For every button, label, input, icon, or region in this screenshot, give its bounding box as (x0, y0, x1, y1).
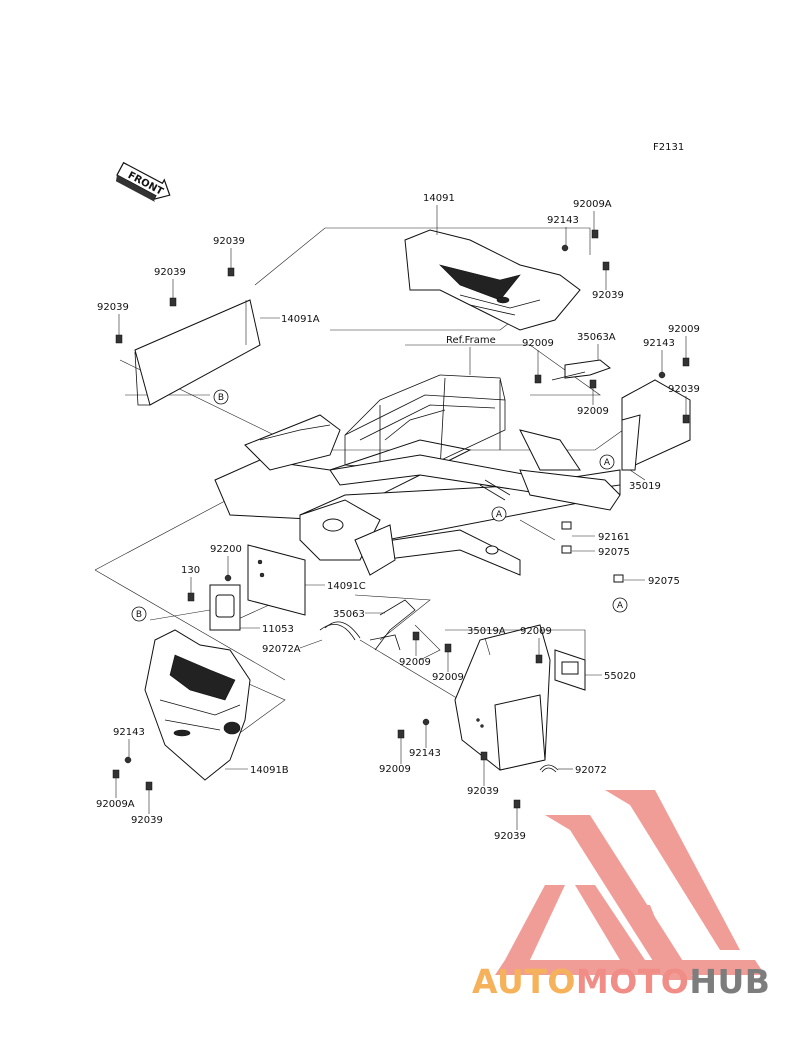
bracket-55020 (554, 649, 586, 691)
label-92039-r: 92039 (668, 384, 700, 395)
label-130: 130 (181, 565, 200, 576)
label-35019: 35019 (629, 481, 661, 492)
automotohub-wordmark: AUTOMOTOHUB (472, 962, 770, 1001)
label-11053: 11053 (262, 624, 294, 635)
callout-a-mid: A (491, 506, 507, 522)
label-92143-b: 92143 (409, 748, 441, 759)
bracket-35063A (551, 359, 612, 381)
label-92039-b2: 92039 (494, 831, 526, 842)
fasteners (112, 229, 690, 809)
label-14091: 14091 (423, 193, 455, 204)
svg-text:A: A (604, 458, 611, 468)
cover-14091 (404, 229, 581, 331)
panel-35019 (621, 379, 691, 471)
label-92039-l3: 92039 (97, 302, 129, 313)
wordmark-auto: AUTO (472, 962, 576, 1001)
panel-14091A (134, 299, 261, 406)
bracket-11053 (209, 584, 241, 631)
svg-text:B: B (136, 610, 142, 620)
label-92009-m1: 92009 (399, 657, 431, 668)
label-92009A-bl: 92009A (96, 799, 135, 810)
callout-a-lower: A (612, 597, 628, 613)
label-35019A: 35019A (467, 626, 506, 637)
label-55020: 55020 (604, 671, 636, 682)
label-92075-a: 92075 (598, 547, 630, 558)
label-35063A: 35063A (577, 332, 616, 343)
label-92143-r: 92143 (643, 338, 675, 349)
label-92009-m2: 92009 (432, 672, 464, 683)
cover-14091B (144, 629, 251, 781)
label-14091A: 14091A (281, 314, 320, 325)
label-92009-b1: 92009 (379, 764, 411, 775)
label-92143-bl: 92143 (113, 727, 145, 738)
label-92009-m3: 92009 (520, 626, 552, 637)
clamp-92072 (539, 764, 559, 773)
automotohub-logo-icon (495, 790, 765, 980)
label-35063: 35063 (333, 609, 365, 620)
panel-14091C (247, 544, 306, 616)
wordmark-moto: MOTO (575, 962, 690, 1001)
callout-a-upper: A (599, 454, 615, 470)
wordmark-hub: HUB (689, 962, 771, 1001)
label-14091B: 14091B (250, 765, 289, 776)
label-92072A: 92072A (262, 644, 301, 655)
svg-text:A: A (617, 601, 624, 611)
label-92039-l2: 92039 (154, 267, 186, 278)
label-92039-b1: 92039 (467, 786, 499, 797)
main-frame (214, 374, 621, 576)
label-92009-c1: 92009 (522, 338, 554, 349)
svg-text:A: A (496, 510, 503, 520)
front-arrow-icon: FRONT (115, 161, 171, 202)
ref-frame-label: Ref.Frame (446, 335, 496, 346)
label-92039-bl: 92039 (131, 815, 163, 826)
label-92161: 92161 (598, 532, 630, 543)
label-92143-top: 92143 (547, 215, 579, 226)
label-92039-l1: 92039 (213, 236, 245, 247)
panel-35019A (454, 624, 551, 771)
callout-b-lower: B (131, 606, 147, 622)
label-92072: 92072 (575, 765, 607, 776)
part-labels: 14091 92009A 92143 92039 35063A 92009 92… (96, 193, 700, 842)
label-92009-c2: 92009 (577, 406, 609, 417)
label-92075-b: 92075 (648, 576, 680, 587)
label-92200: 92200 (210, 544, 242, 555)
label-92009-r1: 92009 (668, 324, 700, 335)
label-92009A-top: 92009A (573, 199, 612, 210)
label-92039-top-right: 92039 (592, 290, 624, 301)
bracket-35063 (319, 599, 416, 651)
label-14091C: 14091C (327, 581, 366, 592)
callout-b-upper: B (213, 389, 229, 405)
figure-id: F2131 (653, 142, 684, 153)
svg-text:B: B (218, 393, 224, 403)
